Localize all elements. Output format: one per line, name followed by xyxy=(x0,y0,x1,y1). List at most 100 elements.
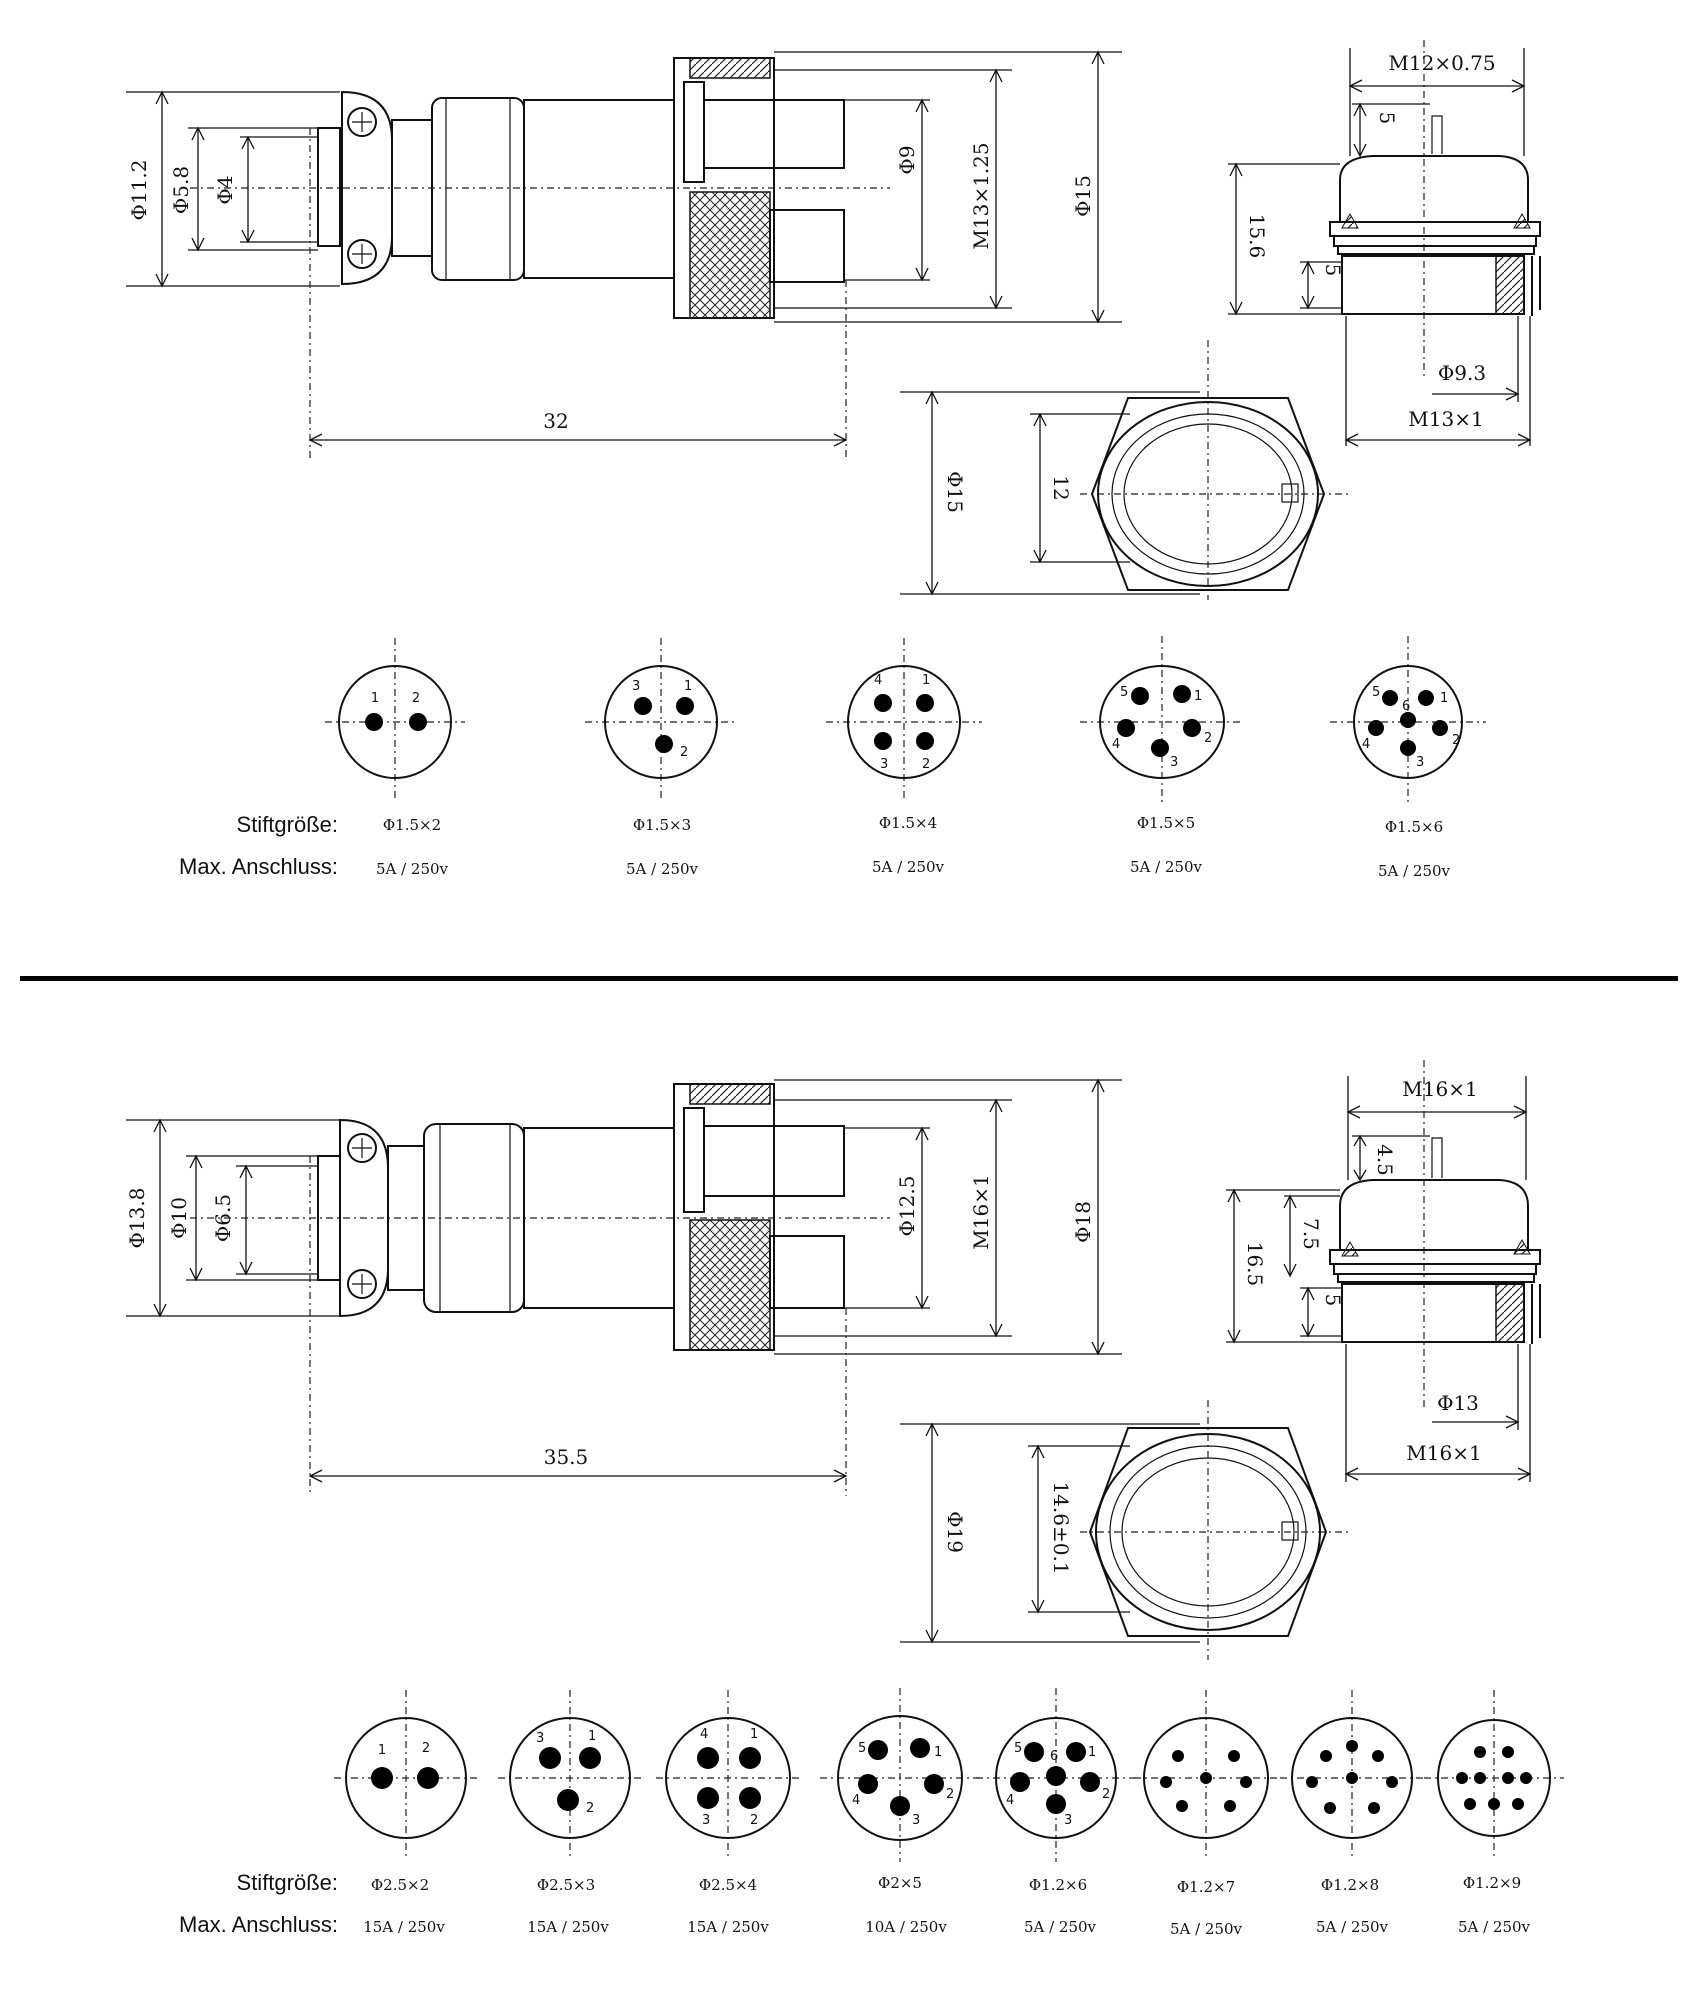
dim-4-5: 4.5 xyxy=(1373,1144,1397,1176)
dim-d19: Φ19 xyxy=(943,1511,967,1553)
svg-text:2: 2 xyxy=(412,691,420,706)
dim-d15-side: Φ15 xyxy=(1071,175,1095,217)
pin-layout-8 xyxy=(1280,1690,1424,1860)
svg-text:5: 5 xyxy=(1120,685,1128,700)
bottom-hex-dimensions xyxy=(900,1422,1200,1644)
dim-d11-2: Φ11.2 xyxy=(127,160,151,221)
spec-current: 5A / 250v xyxy=(1130,858,1203,876)
svg-text:2: 2 xyxy=(922,757,930,772)
spec-current: 5A / 250v xyxy=(376,860,449,878)
svg-text:2: 2 xyxy=(1204,731,1212,746)
svg-text:5: 5 xyxy=(858,1741,866,1756)
svg-text:2: 2 xyxy=(946,1787,954,1802)
dim-m16x1-top: M16×1 xyxy=(1402,1077,1477,1101)
dim-15-6: 15.6 xyxy=(1245,214,1269,259)
svg-text:1: 1 xyxy=(378,1743,386,1758)
top-hex-front-view xyxy=(1080,340,1350,600)
bottom-side-view xyxy=(190,1083,890,1351)
spec-current: 5A / 250v xyxy=(1316,1918,1389,1936)
label-max-anschluss: Max. Anschluss: xyxy=(179,1912,338,1937)
dim-d4: Φ4 xyxy=(213,175,237,204)
svg-text:3: 3 xyxy=(880,757,888,772)
spec-current: 15A / 250v xyxy=(687,1918,769,1936)
spec-current: 5A / 250v xyxy=(1170,1920,1243,1938)
spec-size: Φ1.2×6 xyxy=(1029,1876,1087,1894)
svg-text:3: 3 xyxy=(1170,755,1178,770)
pin-layout-9 xyxy=(1424,1690,1564,1860)
dim-length-35-5: 35.5 xyxy=(544,1445,589,1469)
spec-size: Φ1.5×2 xyxy=(383,816,441,834)
dim-d9-3: Φ9.3 xyxy=(1438,361,1486,385)
spec-current: 5A / 250v xyxy=(626,860,699,878)
spec-current: 5A / 250v xyxy=(872,858,945,876)
label-max-anschluss: Max. Anschluss: xyxy=(179,854,338,879)
spec-size: Φ2.5×3 xyxy=(537,1876,595,1894)
svg-text:5: 5 xyxy=(1014,1741,1022,1756)
dim-12: 12 xyxy=(1049,475,1073,500)
top-hex-dimensions xyxy=(900,390,1200,596)
bottom-side-dimensions xyxy=(126,1078,1122,1496)
top-spec-table: Stiftgröße: Max. Anschluss: Φ1.5×2 5A / … xyxy=(179,812,1451,880)
section-divider xyxy=(20,976,1678,981)
svg-text:1: 1 xyxy=(934,1745,942,1760)
dim-m16x1-lower: M16×1 xyxy=(1406,1441,1481,1465)
spec-size: Φ1.5×3 xyxy=(633,816,691,834)
svg-text:4: 4 xyxy=(1362,737,1370,752)
bottom-socket-side-view xyxy=(1329,1060,1541,1408)
label-stiftgroesse: Stiftgröße: xyxy=(237,812,338,837)
dim-14-6: 14.6±0.1 xyxy=(1049,1481,1073,1574)
top-side-view xyxy=(190,57,890,319)
svg-text:6: 6 xyxy=(1402,699,1410,714)
dim-d6-5: Φ6.5 xyxy=(211,1194,235,1242)
dim-d13: Φ13 xyxy=(1437,1391,1479,1415)
spec-size: Φ1.5×4 xyxy=(879,814,937,832)
svg-text:1: 1 xyxy=(1440,691,1448,706)
spec-size: Φ1.2×8 xyxy=(1321,1876,1379,1894)
dim-d12-5: Φ12.5 xyxy=(895,1176,919,1237)
bottom-spec-table: Stiftgröße: Max. Anschluss: Φ2.5×2 15A /… xyxy=(179,1870,1531,1938)
dim-d15-front: Φ15 xyxy=(943,471,967,513)
svg-text:1: 1 xyxy=(371,691,379,706)
svg-text:1: 1 xyxy=(588,1729,596,1744)
dim-7-5: 7.5 xyxy=(1299,1218,1323,1250)
svg-text:2: 2 xyxy=(750,1813,758,1828)
svg-text:1: 1 xyxy=(684,679,692,694)
dim-5-upper: 5 xyxy=(1375,112,1399,125)
spec-current: 15A / 250v xyxy=(363,1918,445,1936)
bottom-socket-dimensions xyxy=(1226,1076,1532,1482)
dim-16-5: 16.5 xyxy=(1243,1242,1267,1287)
dim-d10: Φ10 xyxy=(167,1197,191,1239)
spec-current: 10A / 250v xyxy=(865,1918,947,1936)
dim-5: 5 xyxy=(1321,1294,1345,1307)
dim-d9: Φ9 xyxy=(895,145,919,174)
top-socket-side-view xyxy=(1329,40,1541,380)
spec-size: Φ1.2×7 xyxy=(1177,1878,1235,1896)
top-side-dimensions xyxy=(126,50,1122,460)
spec-current: 15A / 250v xyxy=(527,1918,609,1936)
spec-current: 5A / 250v xyxy=(1378,862,1451,880)
svg-text:4: 4 xyxy=(1006,1793,1014,1808)
dim-d13-8: Φ13.8 xyxy=(125,1188,149,1249)
svg-text:4: 4 xyxy=(700,1727,708,1742)
spec-size: Φ1.5×6 xyxy=(1385,818,1443,836)
label-stiftgroesse: Stiftgröße: xyxy=(237,1870,338,1895)
svg-text:3: 3 xyxy=(1064,1813,1072,1828)
top-socket-dimensions xyxy=(1228,48,1532,447)
svg-text:3: 3 xyxy=(912,1813,920,1828)
spec-size: Φ1.2×9 xyxy=(1463,1874,1521,1892)
bottom-hex-front-view xyxy=(1080,1400,1350,1660)
svg-text:1: 1 xyxy=(750,1727,758,1742)
